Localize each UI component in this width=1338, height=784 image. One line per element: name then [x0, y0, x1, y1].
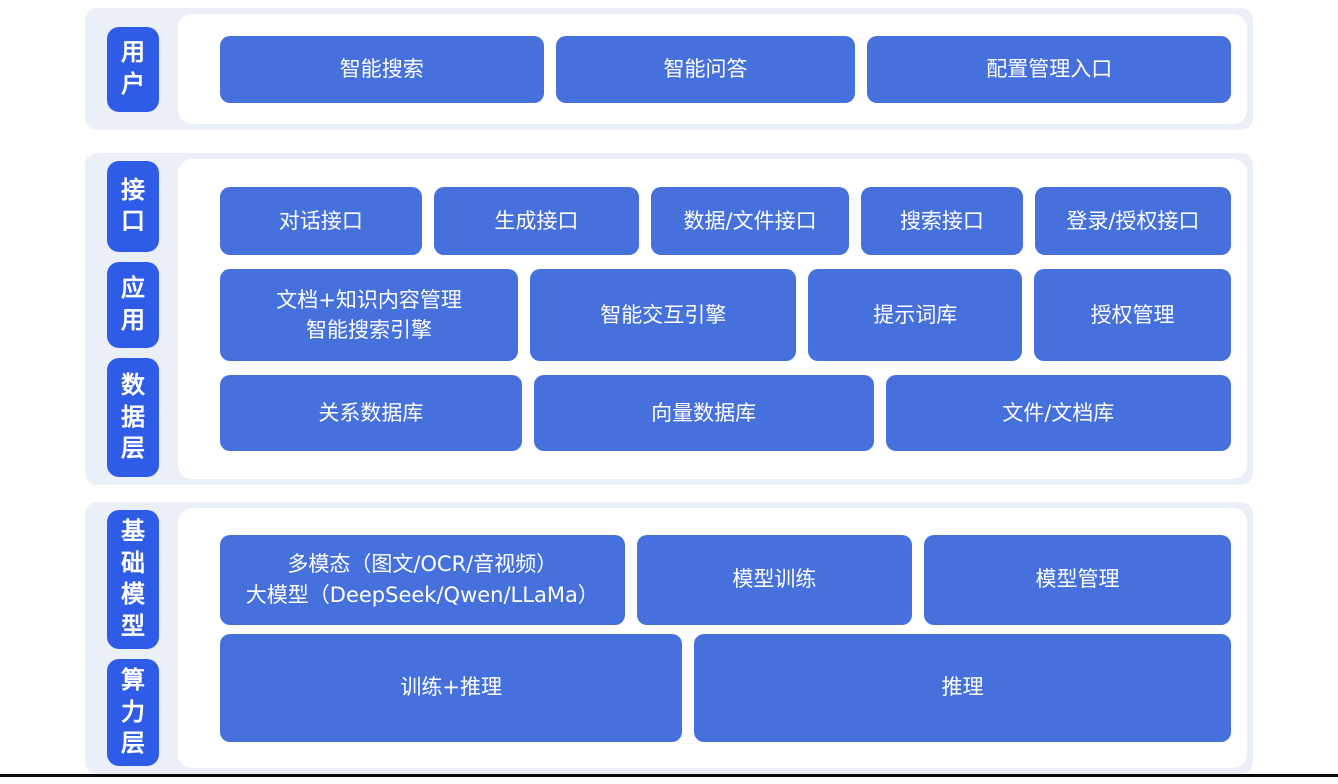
btn-search-api: 搜索接口	[861, 187, 1023, 255]
btn-doc-knowledge-search-engine: 文档+知识内容管理 智能搜索引擎	[220, 269, 519, 361]
layer-label-foundation-model: 基础模型	[107, 510, 159, 649]
btn-smart-search: 智能搜索	[220, 35, 544, 103]
middle-layer-panel: 对话接口 生成接口 数据/文件接口 搜索接口 登录/授权接口 文档+知识内容管理…	[178, 159, 1247, 479]
btn-data-file-api: 数据/文件接口	[651, 187, 850, 255]
layer-label-user: 用户	[107, 26, 159, 112]
layer-label-interface: 接口	[107, 161, 159, 252]
btn-training-plus-inference: 训练+推理	[220, 633, 683, 742]
bottom-layer-panel: 多模态（图文/OCR/音视频） 大模型（DeepSeek/Qwen/LLaMa）…	[178, 508, 1247, 768]
layer-label-application: 应用	[107, 261, 159, 348]
btn-multimodal-large-model: 多模态（图文/OCR/音视频） 大模型（DeepSeek/Qwen/LLaMa）	[220, 534, 625, 625]
btn-dialog-api: 对话接口	[220, 187, 422, 255]
compute-layer-row: 训练+推理 推理	[220, 633, 1231, 742]
band-interface-app-data: 接口 应用 数据层 对话接口 生成接口 数据/文件接口 搜索接口 登录/授权接口…	[85, 153, 1253, 485]
bottom-layer-label-column: 基础模型 算力层	[85, 502, 178, 774]
layer-label-compute-layer: 算力层	[107, 658, 159, 766]
btn-smart-interaction-engine: 智能交互引擎	[530, 269, 797, 361]
user-layer-row: 智能搜索 智能问答 配置管理入口	[220, 35, 1231, 103]
layer-label-data-layer: 数据层	[107, 357, 159, 477]
band-foundation-compute: 基础模型 算力层 多模态（图文/OCR/音视频） 大模型（DeepSeek/Qw…	[85, 502, 1253, 774]
application-row: 文档+知识内容管理 智能搜索引擎 智能交互引擎 提示词库 授权管理	[220, 269, 1232, 361]
btn-login-auth-api: 登录/授权接口	[1034, 187, 1231, 255]
btn-prompt-library: 提示词库	[808, 269, 1023, 361]
bottom-border-line	[0, 774, 1338, 777]
band-user-layer: 用户 智能搜索 智能问答 配置管理入口	[85, 8, 1253, 130]
middle-layer-label-column: 接口 应用 数据层	[85, 153, 178, 485]
foundation-model-row: 多模态（图文/OCR/音视频） 大模型（DeepSeek/Qwen/LLaMa）…	[220, 534, 1231, 625]
user-layer-panel: 智能搜索 智能问答 配置管理入口	[178, 14, 1247, 124]
btn-model-training: 模型训练	[636, 534, 913, 625]
btn-vector-database: 向量数据库	[533, 375, 874, 451]
user-layer-label-column: 用户	[85, 8, 178, 130]
btn-model-management: 模型管理	[924, 534, 1231, 625]
interface-row: 对话接口 生成接口 数据/文件接口 搜索接口 登录/授权接口	[220, 187, 1231, 255]
btn-authorization-management: 授权管理	[1034, 269, 1232, 361]
btn-generation-api: 生成接口	[433, 187, 640, 255]
btn-smart-qa: 智能问答	[555, 35, 856, 103]
btn-config-management-entry: 配置管理入口	[867, 35, 1231, 103]
data-layer-row: 关系数据库 向量数据库 文件/文档库	[220, 375, 1231, 451]
btn-inference: 推理	[694, 633, 1231, 742]
btn-file-document-store: 文件/文档库	[885, 375, 1231, 451]
btn-relational-database: 关系数据库	[220, 375, 522, 451]
